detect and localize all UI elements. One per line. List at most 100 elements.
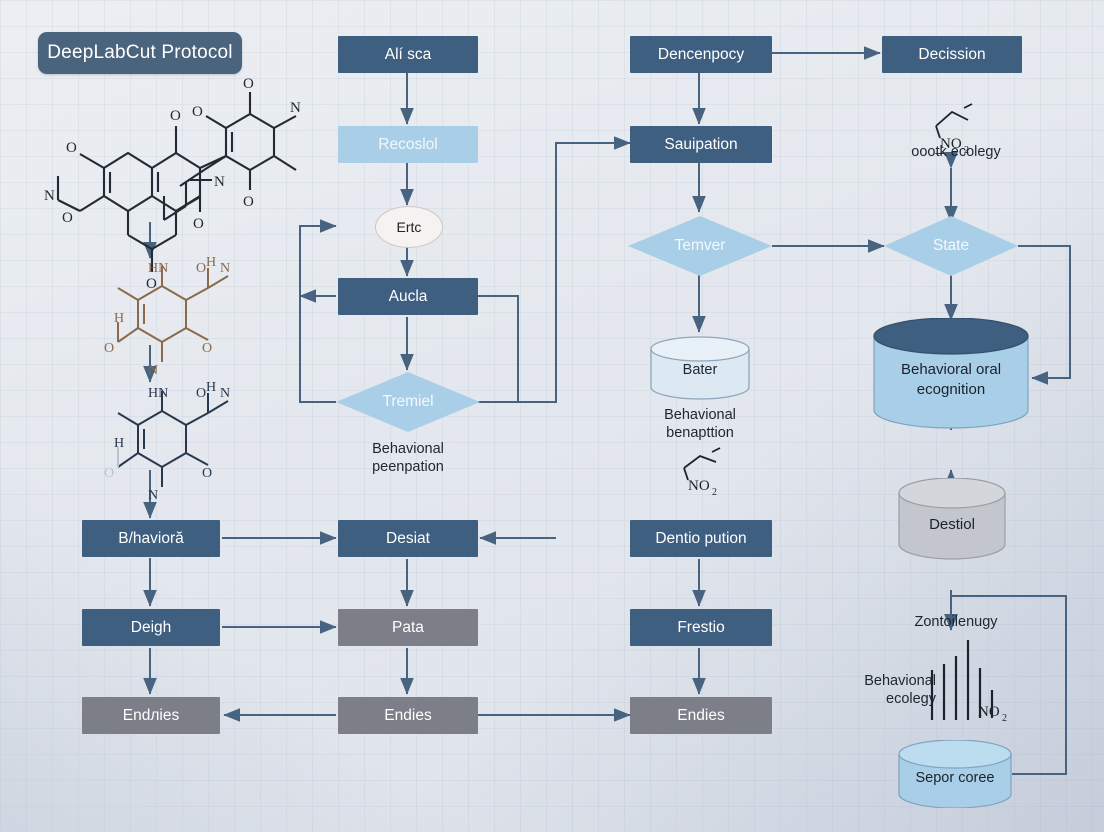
tremiel-caption: Behavional peenpation: [330, 440, 486, 476]
svg-text:O: O: [104, 341, 114, 356]
svg-text:O: O: [243, 194, 254, 210]
main-chemical-structure: O O O N O O N O N: [44, 76, 301, 292]
node-behavioral-oral-ecognition[interactable]: Behavioral oral ecognition: [873, 317, 1029, 430]
caption-line-1: Behavional: [864, 673, 936, 689]
node-dencenpocy[interactable]: Dencenpocy: [630, 36, 772, 73]
page-title: DeepLabCut Protocol: [38, 32, 242, 74]
chemical-structure-secondary-b: HN O H N O O H N: [104, 380, 230, 503]
node-label: Tremiel: [382, 393, 434, 410]
svg-text:O: O: [202, 341, 212, 356]
svg-text:O: O: [192, 104, 203, 120]
caption-line-2: peenpation: [372, 459, 444, 476]
chemical-structure-secondary-a: HN O H N O O H N: [104, 255, 230, 378]
node-label: Decission: [918, 45, 986, 63]
svg-text:H: H: [206, 255, 216, 270]
node-label: Behavioral oral ecognition: [900, 361, 1002, 398]
node-label: State: [932, 237, 970, 254]
node-label: Endies: [384, 706, 432, 724]
svg-text:O: O: [193, 216, 204, 232]
caption-line-1: Zontoilenugy: [914, 614, 998, 630]
no2-label: NO: [688, 478, 710, 494]
node-dentio-pution[interactable]: Dentio pution: [630, 520, 772, 557]
no2-label: NO: [978, 704, 1000, 720]
node-label: B/havioră: [118, 529, 184, 547]
svg-text:N: N: [290, 100, 301, 116]
node-ertc[interactable]: Ertc: [375, 206, 443, 248]
node-temver[interactable]: Temver: [628, 216, 772, 276]
no2-subscript: 2: [1002, 713, 1007, 724]
node-endlies-left[interactable]: Endлies: [82, 697, 220, 734]
caption-line-1: ooot̶k ecolegy: [911, 144, 1001, 160]
svg-text:HN: HN: [148, 261, 168, 276]
no2-subscript: 2: [712, 487, 717, 498]
svg-text:O: O: [170, 108, 181, 124]
svg-text:H: H: [206, 380, 216, 395]
node-bater[interactable]: Bater: [650, 336, 750, 400]
node-endies-right[interactable]: Endies: [630, 697, 772, 734]
node-recoslol[interactable]: Recoslol: [338, 126, 478, 163]
cylinder-shape: [873, 317, 1029, 429]
svg-text:O: O: [62, 210, 73, 226]
node-label: Auсlа: [388, 287, 428, 305]
node-label: Bater: [682, 362, 718, 378]
node-destiol[interactable]: Destiol: [898, 477, 1006, 560]
node-frestio[interactable]: Frestio: [630, 609, 772, 646]
node-label: Recoslol: [378, 135, 438, 153]
node-pata[interactable]: Pata: [338, 609, 478, 646]
svg-text:O: O: [202, 466, 212, 481]
node-endies-mid[interactable]: Endies: [338, 697, 478, 734]
node-decission[interactable]: Decission: [882, 36, 1022, 73]
svg-text:H: H: [114, 436, 124, 451]
zonto-caption: Zontoilenugy: [871, 613, 1041, 631]
node-alisca[interactable]: Alí sca: [338, 36, 478, 73]
node-label: Pata: [392, 618, 424, 636]
svg-text:O: O: [196, 261, 206, 276]
node-state[interactable]: State: [884, 216, 1018, 276]
svg-text:O: O: [196, 386, 206, 401]
node-label: Dentio pution: [655, 529, 747, 547]
node-label: Dencenpocy: [657, 45, 745, 63]
node-label: Alí sca: [384, 45, 432, 63]
caption-line-1: Behavional: [664, 407, 736, 423]
node-desiat[interactable]: Desiat: [338, 520, 478, 557]
svg-text:N: N: [44, 188, 55, 204]
node-label: Sauipation: [664, 135, 738, 153]
svg-text:O: O: [104, 466, 114, 481]
caption-line-2: ecolegy: [886, 691, 936, 708]
svg-text:N: N: [214, 174, 225, 190]
svg-text:N: N: [220, 386, 230, 401]
caption-line-1: Behavional: [372, 441, 444, 457]
node-label: Sepor coree: [915, 770, 995, 786]
node-label: Deigh: [130, 618, 172, 636]
corner-gradient-wedge: [0, 372, 640, 832]
bater-caption: Behavional benapttion: [620, 406, 780, 442]
svg-text:O: O: [146, 276, 157, 292]
svg-text:N: N: [148, 488, 158, 503]
svg-text:O: O: [243, 76, 254, 92]
node-ausla[interactable]: Auсlа: [338, 278, 478, 315]
page-title-label: DeepLabCut Protocol: [47, 42, 233, 64]
ecology-caption: Behavional ecolegy: [840, 672, 936, 708]
cylinder-shape: [898, 477, 1006, 560]
svg-text:HN: HN: [148, 386, 168, 401]
node-label: Endлies: [122, 706, 180, 724]
node-label: Endies: [677, 706, 725, 724]
svg-text:N: N: [148, 363, 158, 378]
cylinder-shape: [898, 739, 1012, 809]
svg-text:O: O: [66, 140, 77, 156]
cylinder-shape: [650, 336, 750, 400]
node-deigh[interactable]: Deigh: [82, 609, 220, 646]
state-caption: ooot̶k ecolegy: [871, 143, 1041, 161]
node-label: Destiol: [929, 516, 975, 533]
node-label: Ertc: [396, 219, 422, 235]
node-behaviora[interactable]: B/havioră: [82, 520, 220, 557]
node-label: Temver: [674, 237, 726, 254]
node-sepor-coree[interactable]: Sepor coree: [898, 739, 1012, 809]
node-label: Frestio: [677, 618, 725, 636]
caption-line-2: benapttion: [666, 425, 734, 442]
node-label: Desiat: [386, 529, 430, 547]
svg-text:N: N: [220, 261, 230, 276]
node-tremiel[interactable]: Tremiel: [336, 372, 480, 432]
node-sauipation[interactable]: Sauipation: [630, 126, 772, 163]
